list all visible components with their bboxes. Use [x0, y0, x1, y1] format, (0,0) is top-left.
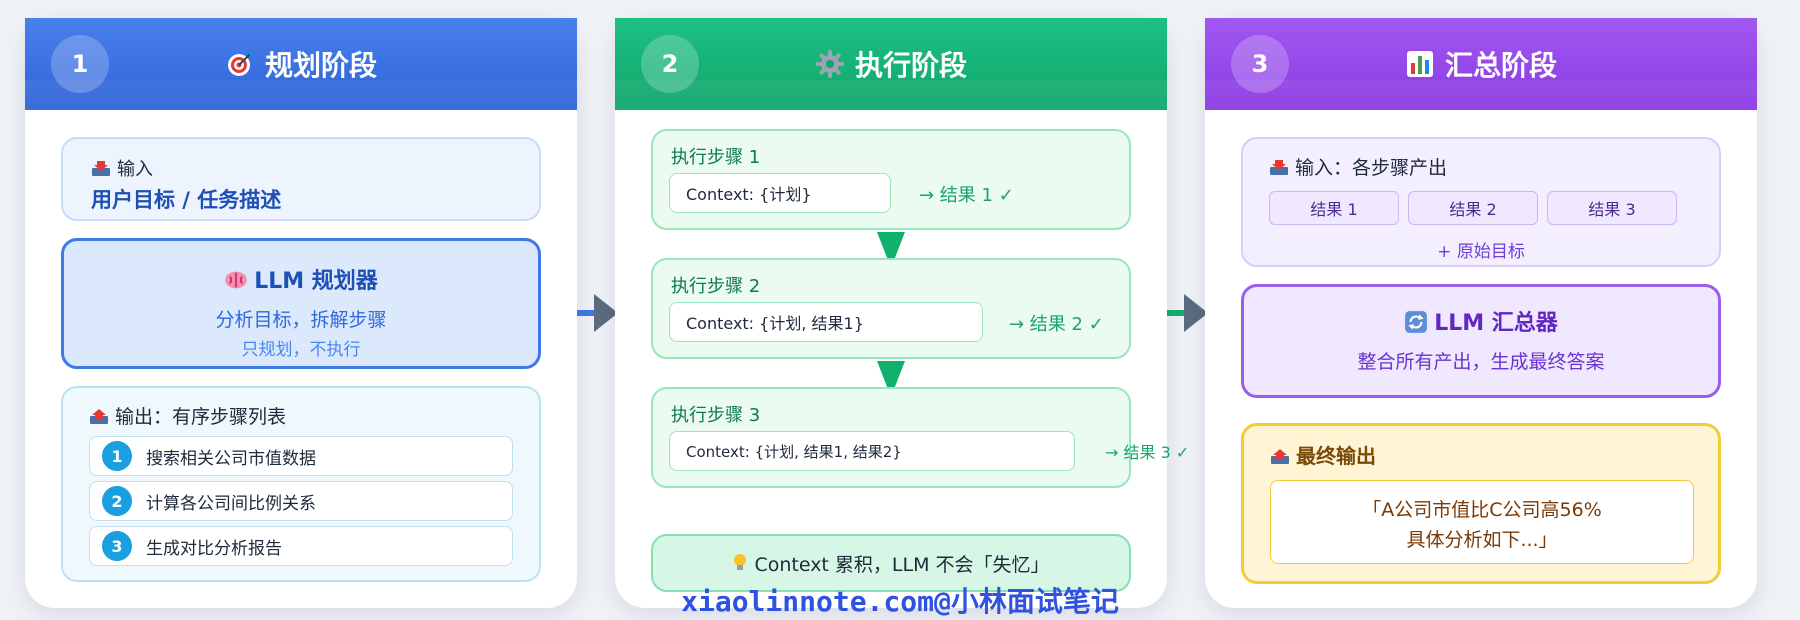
step-number-badge: 3	[102, 531, 132, 561]
plan-panel: 1 规划阶段 输入 用户目标 / 任务描述 LLM 规划器 分析目标，拆解步骤 …	[25, 18, 577, 608]
execute-panel: 2 执行阶段 执行步骤 1 Context: {计划}	[615, 18, 1189, 608]
summary-step-number: 3	[1231, 35, 1289, 93]
step-text: 计算各公司间比例关系	[146, 493, 316, 514]
step-number-badge: 1	[102, 441, 132, 471]
execution-step-box: 执行步骤 1 Context: {计划} → 结果 1 ✓	[651, 129, 1131, 230]
brain-icon	[225, 271, 248, 289]
accumulate-note-text: Context 累积，LLM 不会「失忆」	[754, 553, 1050, 576]
summary-input-box: 输入：各步骤产出 结果 1 结果 2 结果 3 + 原始目标	[1241, 137, 1721, 267]
execute-panel-header: 2 执行阶段	[615, 18, 1167, 110]
plan-panel-header: 1 规划阶段	[25, 18, 577, 110]
execution-result: → 结果 1 ✓	[919, 185, 1014, 206]
step-text: 生成对比分析报告	[146, 538, 282, 559]
planner-note: 只规划，不执行	[241, 340, 361, 360]
original-goal-note: + 原始目标	[1437, 242, 1525, 262]
summarizer-description: 整合所有产出，生成最终答案	[1357, 351, 1605, 373]
summary-input-label: 输入：各步骤产出	[1295, 157, 1448, 179]
plan-step-item: 2 计算各公司间比例关系	[89, 481, 513, 521]
result-chip: 结果 2	[1408, 191, 1538, 225]
bar-chart-icon	[1406, 51, 1433, 77]
summarizer-title: LLM 汇总器	[1434, 311, 1558, 336]
inbox-tray-icon	[92, 161, 110, 176]
plan-panel-title: 规划阶段	[264, 49, 377, 82]
inbox-tray-icon	[1270, 160, 1288, 175]
context-box: Context: {计划, 结果1}	[669, 302, 983, 342]
execute-panel-title: 执行阶段	[854, 49, 967, 82]
arrow-plan-to-execute	[576, 294, 618, 332]
gear-icon	[815, 50, 844, 78]
result-chip: 结果 1	[1269, 191, 1399, 225]
outbox-tray-icon	[1271, 449, 1289, 464]
execution-step-box: 执行步骤 3 Context: {计划, 结果1, 结果2} → 结果 3 ✓	[651, 387, 1189, 488]
execution-step-title: 执行步骤 3	[671, 405, 761, 426]
arrow-execute-to-summary	[1166, 294, 1208, 332]
summary-panel-title: 汇总阶段	[1444, 49, 1557, 82]
context-box: Context: {计划, 结果1, 结果2}	[669, 431, 1075, 471]
plan-step-number: 1	[51, 35, 109, 93]
context-box: Context: {计划}	[669, 173, 891, 213]
llm-summarizer-box: LLM 汇总器 整合所有产出，生成最终答案	[1241, 284, 1721, 398]
execution-step-box: 执行步骤 2 Context: {计划, 结果1} → 结果 2 ✓	[651, 258, 1131, 359]
execution-result: → 结果 2 ✓	[1009, 314, 1104, 335]
plan-output-label: 输出：有序步骤列表	[115, 406, 287, 428]
final-answer-line: 「A公司市值比C公司高56%	[1362, 499, 1602, 521]
execution-step-title: 执行步骤 1	[671, 147, 761, 168]
llm-planner-box: LLM 规划器 分析目标，拆解步骤 只规划，不执行	[61, 238, 541, 369]
target-icon	[227, 51, 253, 76]
execution-result: → 结果 3 ✓	[1105, 443, 1190, 462]
plan-step-item: 3 生成对比分析报告	[89, 526, 513, 566]
execution-step-title: 执行步骤 2	[671, 276, 761, 297]
plan-input-box: 输入 用户目标 / 任务描述	[61, 137, 541, 221]
result-chip: 结果 3	[1547, 191, 1677, 225]
plan-input-label: 输入	[117, 159, 153, 180]
final-answer-box: 「A公司市值比C公司高56% 具体分析如下...」	[1270, 480, 1694, 564]
watermark-footer: xiaolinnote.com@小林面试笔记	[681, 585, 1119, 618]
execute-step-number: 2	[641, 35, 699, 93]
planner-description: 分析目标，拆解步骤	[215, 309, 387, 331]
lightbulb-icon	[734, 554, 747, 570]
step-number-badge: 2	[102, 486, 132, 516]
context-accumulate-note: Context 累积，LLM 不会「失忆」	[651, 534, 1131, 592]
summary-panel-header: 3 汇总阶段	[1205, 18, 1757, 110]
final-output-box: 最终输出 「A公司市值比C公司高56% 具体分析如下...」	[1241, 423, 1721, 584]
plan-step-item: 1 搜索相关公司市值数据	[89, 436, 513, 476]
plan-output-box: 输出：有序步骤列表 1 搜索相关公司市值数据 2 计算各公司间比例关系 3 生成…	[61, 386, 541, 582]
final-output-label: 最终输出	[1296, 444, 1376, 468]
final-answer-line: 具体分析如下...」	[1406, 529, 1558, 551]
step-text: 搜索相关公司市值数据	[146, 448, 316, 469]
summary-panel: 3 汇总阶段 输入：各步骤产出 结果 1 结果 2 结果 3 + 原始目标 LL…	[1205, 18, 1757, 608]
planner-title: LLM 规划器	[254, 269, 378, 294]
plan-input-value: 用户目标 / 任务描述	[91, 188, 282, 212]
refresh-icon	[1405, 311, 1428, 333]
outbox-tray-icon	[90, 409, 108, 424]
